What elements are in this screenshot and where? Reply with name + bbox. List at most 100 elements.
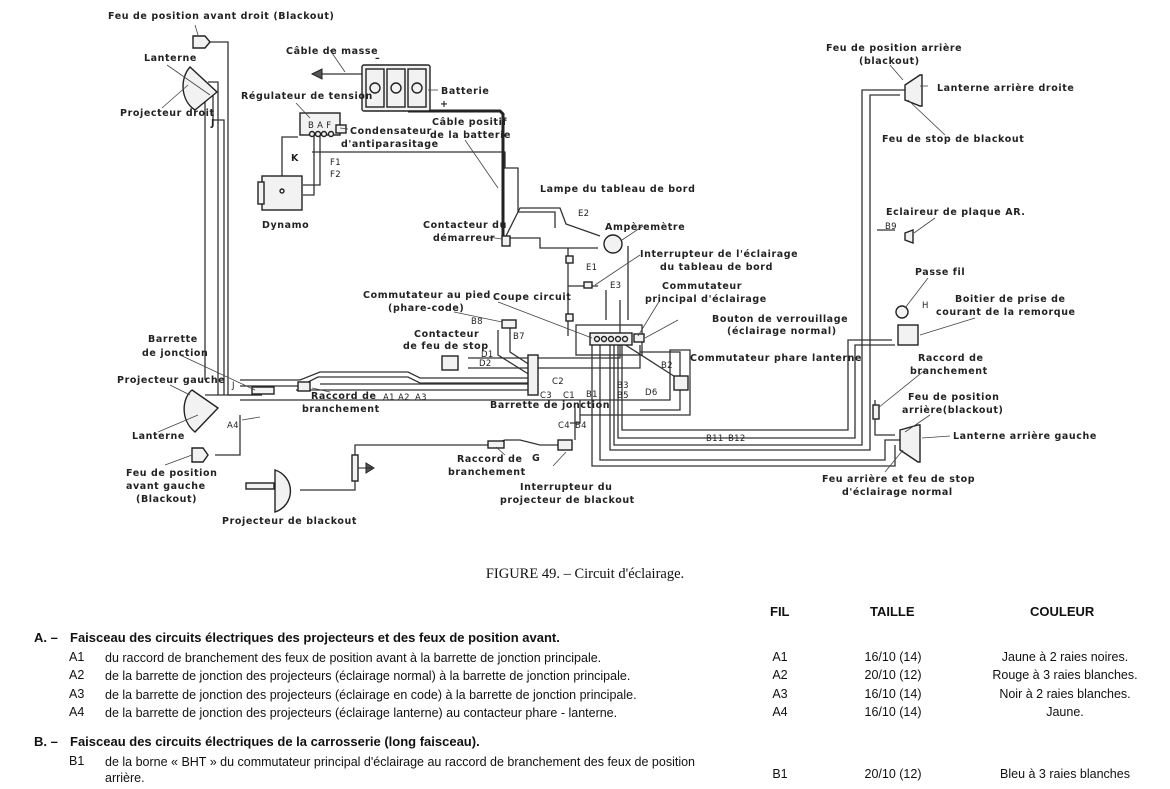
label-k: K <box>291 153 299 164</box>
label-feu-pos-arr-2: (blackout) <box>859 56 920 67</box>
cell-couleur: Jaune. <box>1046 705 1084 719</box>
wire-code: B1 <box>69 754 85 768</box>
wire-code: A1 <box>69 650 85 664</box>
label-a2: A2 <box>398 393 410 403</box>
main-lighting-switch-icon <box>589 332 645 346</box>
column-header-couleur: COULEUR <box>1030 604 1095 619</box>
label-f1: F1 <box>330 158 341 168</box>
cell-fil: A4 <box>772 705 788 719</box>
label-a3: A3 <box>415 393 427 403</box>
label-contacteur-demarreur-2: démarreur <box>433 233 495 244</box>
label-condensateur-1: Condensateur <box>350 126 432 137</box>
label-interrupteur-tableau-1: Interrupteur de l'éclairage <box>640 249 798 260</box>
blackout-pedal-switch-icon <box>351 454 359 482</box>
cell-taille: 16/10 (14) <box>864 650 922 664</box>
label-contacteur-demarreur-1: Contacteur du <box>423 220 507 231</box>
rear-right-lamp-icon <box>904 74 923 107</box>
label-f2: F2 <box>330 170 341 180</box>
label-barrette-c: Barrette de jonction <box>490 400 610 411</box>
label-amperemetre: Ampèremètre <box>605 222 685 233</box>
central-junction-block-icon <box>527 354 539 396</box>
left-junction-block-icon <box>251 386 275 395</box>
cell-couleur: Rouge à 3 raies blanches. <box>992 668 1138 682</box>
label-b9: B9 <box>885 222 897 232</box>
label-interrupteur-blackout-2: projecteur de blackout <box>500 495 635 506</box>
label-projecteur-blackout: Projecteur de blackout <box>222 516 357 527</box>
label-raccord-g-1: Raccord de <box>457 454 523 465</box>
label-minus: – <box>375 53 380 64</box>
section-b-title: Faisceau des circuits électriques de la … <box>70 734 480 749</box>
label-b5: B5 <box>617 391 629 401</box>
label-lanterne-arr-droite: Lanterne arrière droite <box>937 83 1074 94</box>
label-contacteur-stop-1: Contacteur <box>414 329 479 340</box>
headlight-switch-icon <box>673 375 689 391</box>
column-header-taille: TAILLE <box>870 604 915 619</box>
label-projecteur-gauche: Projecteur gauche <box>117 375 225 386</box>
cell-taille: 20/10 (12) <box>864 668 922 682</box>
figure-caption: FIGURE 49. – Circuit d'éclairage. <box>485 566 685 582</box>
label-d1: D1 <box>481 350 494 360</box>
starter-switch-icon <box>501 235 511 247</box>
label-b2: B2 <box>661 361 673 371</box>
label-raccord-arr-1: Raccord de <box>918 353 984 364</box>
section-a-heading: A. –Faisceau des circuits électriques de… <box>34 630 560 645</box>
label-feu-pos-av-gauche-1: Feu de position <box>126 468 218 479</box>
dash-lamp-icon <box>565 313 574 322</box>
label-interrupteur-blackout-1: Interrupteur du <box>520 482 613 493</box>
components <box>182 35 923 513</box>
label-e2: E2 <box>578 209 589 219</box>
front-right-blackout-light-icon <box>192 35 211 49</box>
label-projecteur-droit: Projecteur droit <box>120 108 215 119</box>
ammeter-icon <box>603 234 623 254</box>
label-e3: E3 <box>610 281 621 291</box>
plate-light-icon <box>904 228 914 245</box>
label-feu-pos-av-gauche-3: (Blackout) <box>136 494 197 505</box>
label-plus: + <box>440 99 449 110</box>
label-h: H <box>922 301 929 311</box>
label-commutateur-pied-2: (phare-code) <box>388 303 464 314</box>
label-c3: C3 <box>540 391 552 401</box>
front-connector-icon <box>297 381 311 392</box>
label-raccord-g-2: branchement <box>448 467 526 478</box>
label-d2: D2 <box>479 359 492 369</box>
rear-connector-icon <box>872 404 880 420</box>
label-barrette-g-2: de jonction <box>142 348 208 359</box>
label-b8: B8 <box>471 317 483 327</box>
label-a4: A4 <box>227 421 239 431</box>
label-lanterne-droite: Lanterne <box>144 53 197 64</box>
wire-description: du raccord de branchement des feux de po… <box>105 651 602 665</box>
label-feu-arriere-stop-1: Feu arrière et feu de stop <box>822 474 975 485</box>
label-feu-arriere-stop-2: d'éclairage normal <box>842 487 953 498</box>
label-feu-position-avant-droit: Feu de position avant droit (Blackout) <box>108 11 334 22</box>
blackout-connector-icon <box>487 440 505 449</box>
label-dynamo: Dynamo <box>262 220 309 231</box>
cell-fil: A3 <box>772 687 788 701</box>
label-j-top: J <box>210 118 215 129</box>
dynamo-icon <box>257 175 303 211</box>
label-feu-pos-arr-g-1: Feu de position <box>908 392 1000 403</box>
label-commutateur-principal-1: Commutateur <box>662 281 742 292</box>
label-a1: A1 <box>383 393 395 403</box>
label-condensateur-2: d'antiparasitage <box>341 139 439 150</box>
grommet-icon <box>895 305 909 319</box>
label-b4: B4 <box>575 421 587 431</box>
label-commutateur-phare-lanterne: Commutateur phare lanterne <box>690 353 862 364</box>
label-lanterne-arr-gauche: Lanterne arrière gauche <box>953 431 1097 442</box>
cell-couleur: Jaune à 2 raies noires. <box>1001 650 1129 664</box>
label-lanterne-gauche: Lanterne <box>132 431 185 442</box>
label-batterie: Batterie <box>441 86 489 97</box>
label-feu-pos-arr-1: Feu de position arrière <box>826 43 962 54</box>
label-bouton-verrouillage-1: Bouton de verrouillage <box>712 314 848 325</box>
label-coupe-circuit: Coupe circuit <box>493 292 571 303</box>
label-feu-stop-blackout: Feu de stop de blackout <box>882 134 1024 145</box>
label-cable-positif-1: Câble positif <box>432 117 507 128</box>
wire-description: de la barrette de jonction des projecteu… <box>105 669 631 683</box>
wire-code: A4 <box>69 705 85 719</box>
label-contacteur-stop-2: de feu de stop <box>403 341 489 352</box>
trailer-socket-icon <box>897 324 919 346</box>
cell-fil: A2 <box>772 668 788 682</box>
section-b-label: B. – <box>34 734 58 749</box>
label-c2: C2 <box>552 377 564 387</box>
label-j-left: J <box>231 381 235 391</box>
